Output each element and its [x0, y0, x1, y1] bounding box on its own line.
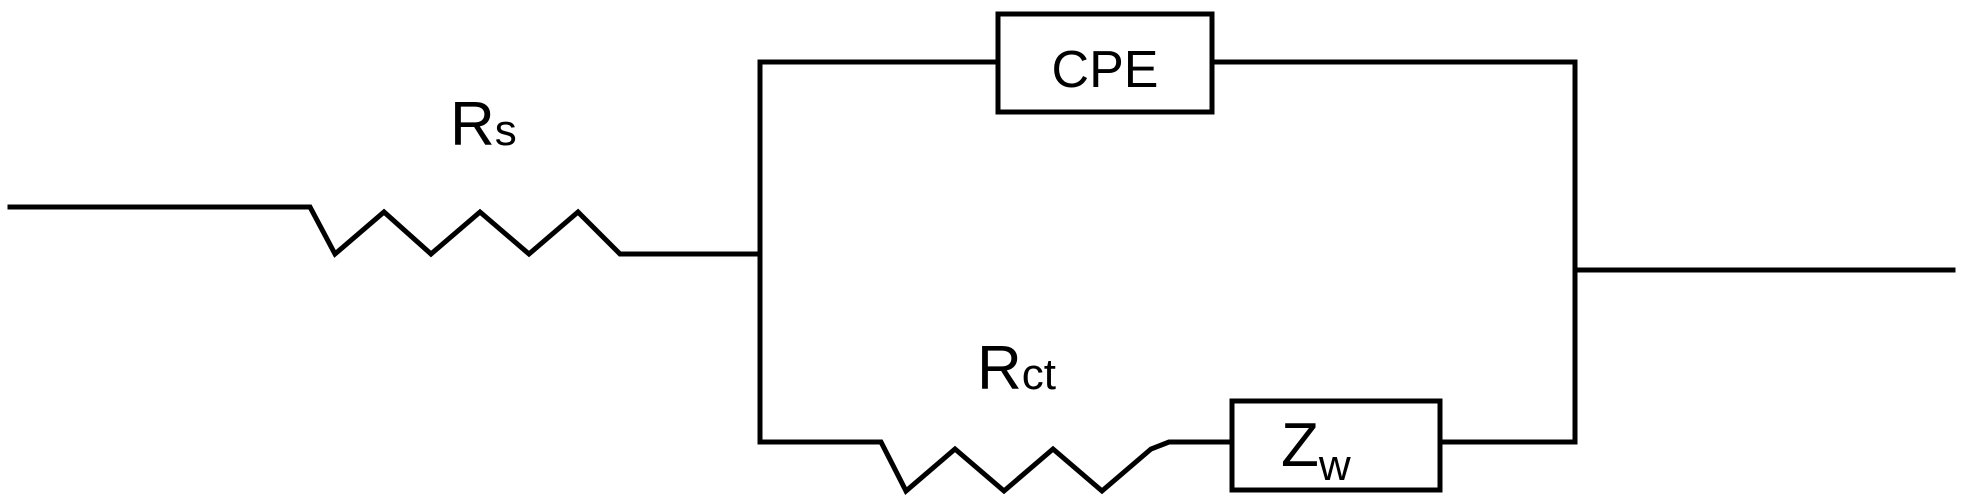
- warburg-element: [1229, 398, 1443, 493]
- cpe-label: CPE: [1052, 41, 1159, 99]
- zw-label: Zw: [1281, 411, 1351, 490]
- bottom-branch-wire-and-rct-resistor: [757, 439, 1235, 495]
- rct-label: Rct: [977, 334, 1056, 403]
- rs-label: Rs: [450, 90, 517, 159]
- input-wire-and-rs-resistor: [7, 204, 763, 258]
- cpe-element: [995, 11, 1215, 115]
